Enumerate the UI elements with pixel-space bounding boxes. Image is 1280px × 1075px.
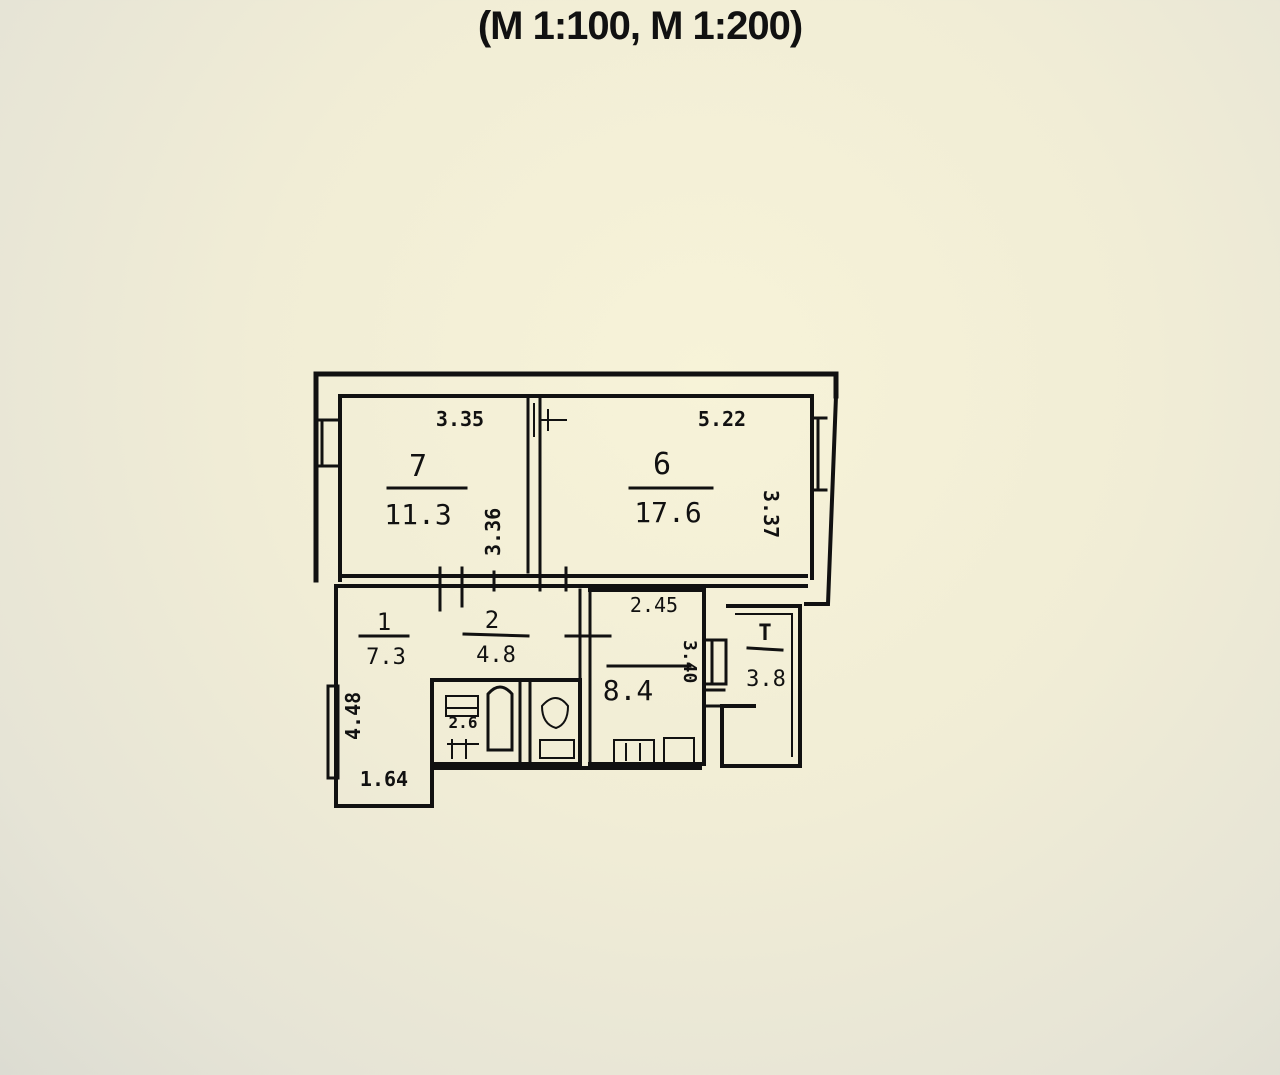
bath-area: 2.6	[449, 713, 478, 732]
room7-width: 3.35	[436, 407, 484, 431]
kitchen-window	[702, 638, 728, 686]
bathtub	[486, 685, 514, 752]
room7-area: 11.3	[384, 498, 451, 531]
entry-door	[326, 684, 340, 780]
room2-fraction	[462, 632, 530, 638]
door-mark	[533, 403, 567, 437]
stove	[613, 739, 655, 765]
balcony-door	[702, 688, 726, 708]
room6-area: 17.6	[634, 496, 701, 529]
room6-width: 5.22	[698, 407, 746, 431]
terrace-fraction	[746, 646, 784, 652]
kitchen-width: 2.45	[630, 593, 678, 617]
outer-wall	[313, 371, 839, 583]
terrace-number: T	[758, 621, 771, 646]
kitchen-divider	[564, 588, 612, 766]
room1-number: 1	[377, 608, 391, 636]
right-window	[810, 416, 828, 492]
room6-depth: 3.37	[759, 490, 783, 538]
room1-area: 7.3	[366, 645, 406, 670]
scale-header: (M 1:100, M 1:200)	[477, 4, 803, 48]
balcony	[720, 604, 802, 768]
kitchen-depth: 3.40	[679, 640, 700, 683]
left-window	[316, 418, 342, 468]
toilet	[539, 697, 575, 759]
room2-area: 4.8	[476, 643, 516, 668]
partition-7-6	[526, 396, 542, 574]
kitchen-area: 8.4	[603, 674, 654, 707]
room7-depth: 3.36	[481, 508, 505, 556]
corridor-wall	[338, 574, 808, 588]
room2-number: 2	[485, 606, 499, 634]
fixture-ticks	[447, 739, 479, 759]
sink	[445, 695, 479, 717]
room7-number: 7	[409, 449, 427, 484]
balcony-inner	[735, 613, 793, 757]
hall-depth: 4.48	[341, 692, 365, 740]
hall-width: 1.64	[360, 767, 408, 791]
door-ticks	[438, 566, 568, 612]
right-wall	[804, 393, 839, 606]
room6-number: 6	[653, 447, 671, 482]
bath-partition	[518, 678, 532, 766]
fridge	[663, 737, 695, 765]
terrace-area: 3.8	[746, 667, 786, 692]
